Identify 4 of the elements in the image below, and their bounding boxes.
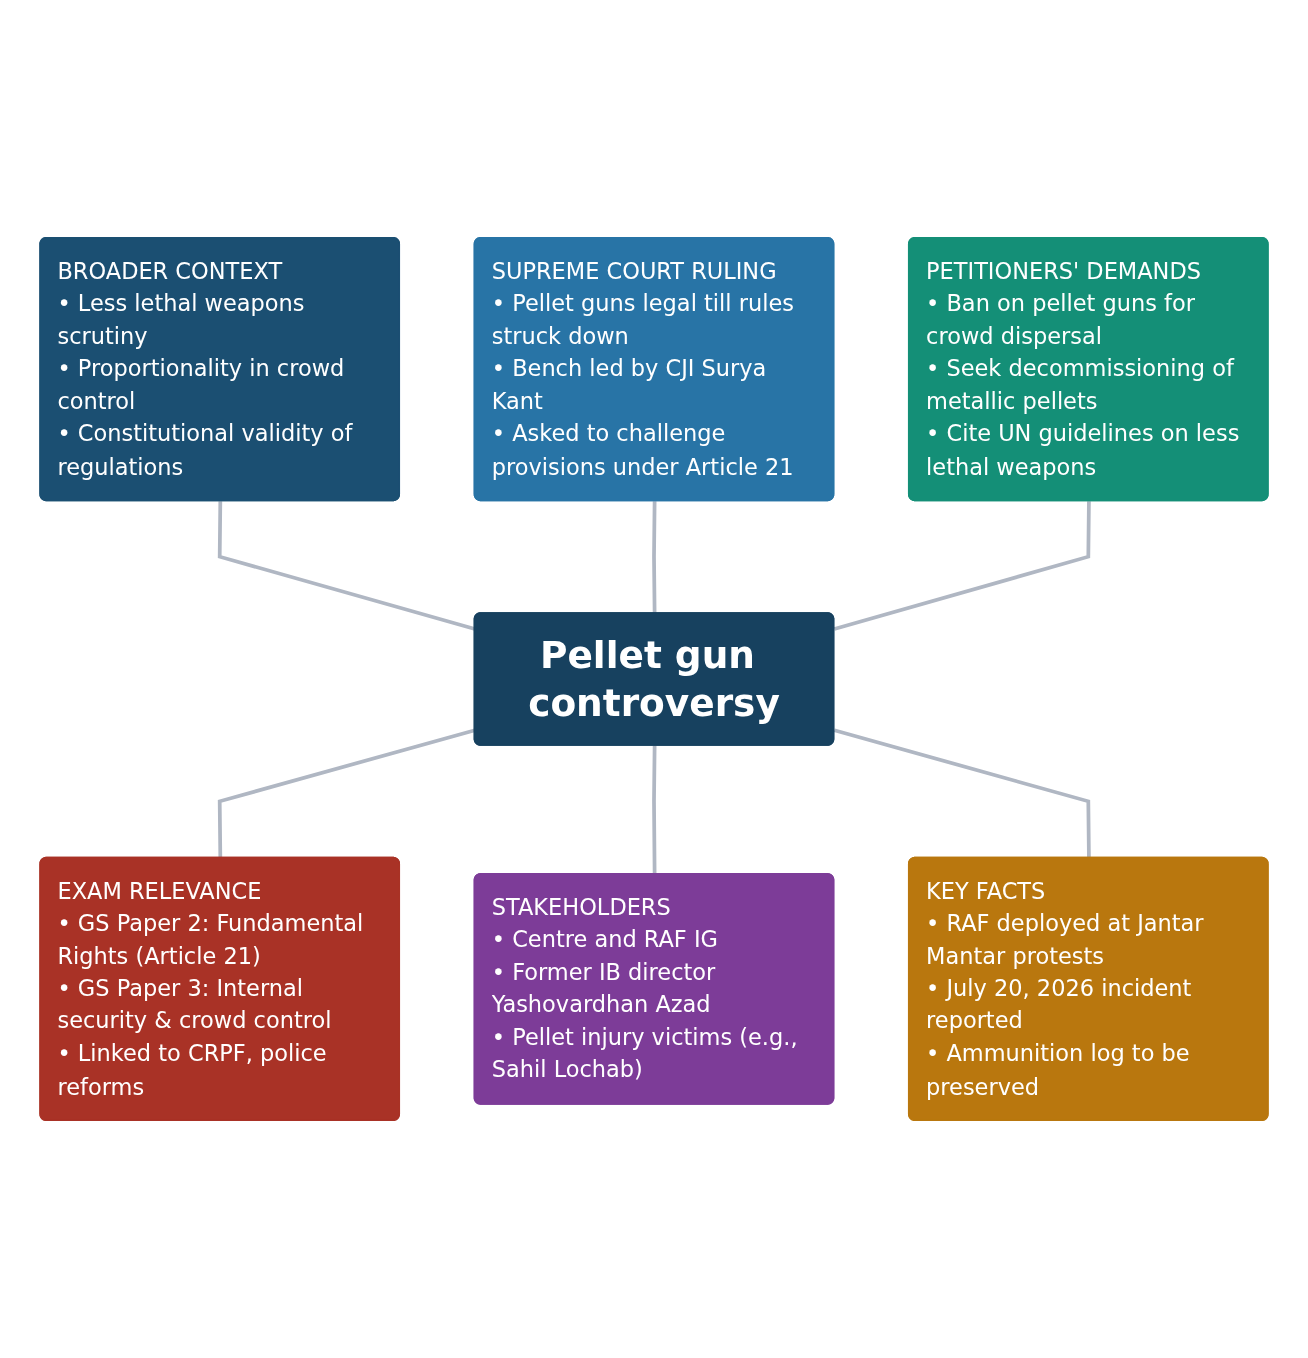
connector xyxy=(652,745,657,875)
connector xyxy=(833,501,1091,631)
connector xyxy=(652,501,657,614)
connector xyxy=(833,728,1091,859)
